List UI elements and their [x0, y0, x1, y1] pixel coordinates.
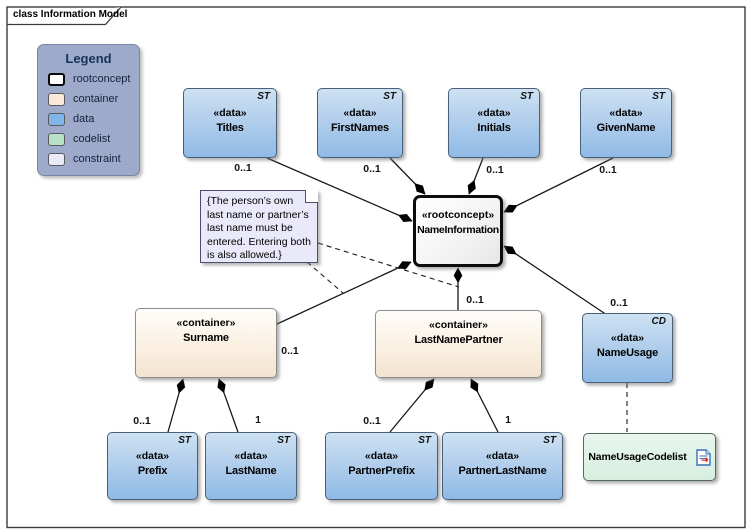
- legend-item-label: container: [73, 93, 119, 105]
- rootconcept-swatch: [48, 73, 65, 86]
- note-anchor-lastnamepartner-line[interactable]: [317, 242, 460, 288]
- class-partnerprefix[interactable]: ST «data» PartnerPrefix: [325, 432, 438, 500]
- composition-titles-nameinformation[interactable]: [266, 157, 413, 222]
- legend-item-rootconcept: rootconcept: [48, 72, 139, 87]
- stereotype-label: «data»: [364, 450, 399, 462]
- class-nameusagecodelist[interactable]: NameUsageCodelist: [583, 433, 716, 481]
- multiplicity-prefix: 0..1: [133, 415, 151, 427]
- composition-surname-nameinformation[interactable]: [276, 261, 412, 325]
- class-name: Titles: [216, 122, 244, 134]
- class-name: Prefix: [137, 465, 168, 477]
- multiplicity-givenname: 0..1: [599, 164, 617, 176]
- type-marker: CD: [651, 316, 666, 327]
- composition-firstnames-nameinformation[interactable]: [389, 157, 426, 195]
- composition-nameusage-nameinformation[interactable]: [503, 245, 608, 316]
- composition-prefix-surname[interactable]: [167, 378, 186, 433]
- class-initials[interactable]: ST «data» Initials: [448, 88, 540, 158]
- legend-item-label: constraint: [73, 153, 121, 165]
- multiplicity-initials: 0..1: [486, 164, 504, 176]
- type-marker: ST: [257, 91, 270, 102]
- class-name: NameUsageCodelist: [588, 450, 687, 463]
- stereotype-label: «data»: [135, 450, 170, 462]
- legend[interactable]: Legend rootconcept container data codeli…: [37, 44, 140, 176]
- stereotype-label: «data»: [343, 107, 377, 119]
- composition-lastname-surname[interactable]: [217, 378, 239, 433]
- stereotype-label: «rootconcept»: [421, 209, 495, 221]
- type-marker: ST: [178, 435, 191, 446]
- stereotype-label: «data»: [234, 450, 268, 462]
- constraint-swatch: [48, 153, 65, 166]
- stereotype-label: «data»: [477, 107, 511, 119]
- legend-title: Legend: [65, 51, 112, 66]
- multiplicity-lastname: 1: [255, 414, 261, 426]
- legend-item-container: container: [48, 92, 139, 107]
- class-nameinformation[interactable]: «rootconcept» NameInformation: [413, 195, 503, 267]
- class-name: PartnerLastName: [458, 465, 547, 477]
- constraint-note[interactable]: {The person’s own last name or partner’s…: [200, 190, 318, 263]
- class-prefix[interactable]: ST «data» Prefix: [107, 432, 198, 500]
- multiplicity-firstnames: 0..1: [363, 163, 381, 175]
- composition-givenname-nameinformation[interactable]: [503, 157, 614, 213]
- multiplicity-nameusage: 0..1: [610, 297, 628, 309]
- class-name: Initials: [477, 122, 511, 134]
- multiplicity-partnerlastname: 1: [505, 414, 511, 426]
- class-firstnames[interactable]: ST «data» FirstNames: [317, 88, 403, 158]
- stereotype-label: «container»: [429, 319, 488, 331]
- legend-item-label: codelist: [73, 133, 111, 145]
- class-surname[interactable]: «container» Surname: [135, 308, 277, 378]
- type-marker: ST: [520, 91, 533, 102]
- stereotype-label: «data»: [213, 107, 247, 119]
- class-partnerlastname[interactable]: ST «data» PartnerLastName: [442, 432, 563, 500]
- class-name: NameInformation: [417, 224, 499, 236]
- class-nameusage[interactable]: CD «data» NameUsage: [582, 313, 673, 383]
- type-marker: ST: [543, 435, 556, 446]
- composition-partnerlastname-lastnamepartner[interactable]: [470, 378, 499, 433]
- class-name: FirstNames: [331, 122, 389, 134]
- composition-initials-nameinformation[interactable]: [467, 157, 484, 195]
- class-name: Surname: [183, 332, 229, 344]
- stereotype-label: «container»: [176, 317, 236, 329]
- composition-partnerprefix-lastnamepartner[interactable]: [389, 378, 435, 433]
- data-swatch: [48, 113, 65, 126]
- legend-item-label: data: [73, 113, 95, 125]
- stereotype-label: «data»: [610, 332, 645, 344]
- class-lastname[interactable]: ST «data» LastName: [205, 432, 297, 500]
- constraint-note-text: {The person’s own last name or partner’s…: [207, 195, 311, 261]
- diagram-frame-border: [6, 6, 746, 529]
- class-name: GivenName: [596, 122, 656, 134]
- class-name: NameUsage: [596, 347, 659, 359]
- container-swatch: [48, 93, 65, 106]
- class-titles[interactable]: ST «data» Titles: [183, 88, 277, 158]
- legend-item-constraint: constraint: [48, 152, 139, 167]
- class-name: LastNamePartner: [414, 334, 503, 346]
- class-lastnamepartner[interactable]: «container» LastNamePartner: [375, 310, 542, 378]
- type-marker: ST: [383, 91, 396, 102]
- class-givenname[interactable]: ST «data» GivenName: [580, 88, 672, 158]
- frame-title: class Information Model: [13, 9, 128, 20]
- type-marker: ST: [652, 91, 665, 102]
- type-marker: ST: [418, 435, 431, 446]
- class-name: PartnerPrefix: [348, 465, 415, 477]
- class-name: LastName: [225, 465, 277, 477]
- type-marker: ST: [277, 435, 290, 446]
- legend-item-data: data: [48, 112, 139, 127]
- multiplicity-surname: 0..1: [281, 345, 299, 357]
- codelist-swatch: [48, 133, 65, 146]
- note-anchor-surname-line[interactable]: [306, 261, 344, 294]
- legend-item-codelist: codelist: [48, 132, 139, 147]
- legend-item-label: rootconcept: [73, 73, 131, 85]
- frame-title-tab: [7, 6, 122, 26]
- multiplicity-titles: 0..1: [234, 162, 252, 174]
- linked-document-icon: [695, 448, 711, 466]
- multiplicity-partnerprefix: 0..1: [363, 415, 381, 427]
- stereotype-label: «data»: [609, 107, 643, 119]
- multiplicity-lastnamepartner: 0..1: [466, 294, 484, 306]
- stereotype-label: «data»: [485, 450, 520, 462]
